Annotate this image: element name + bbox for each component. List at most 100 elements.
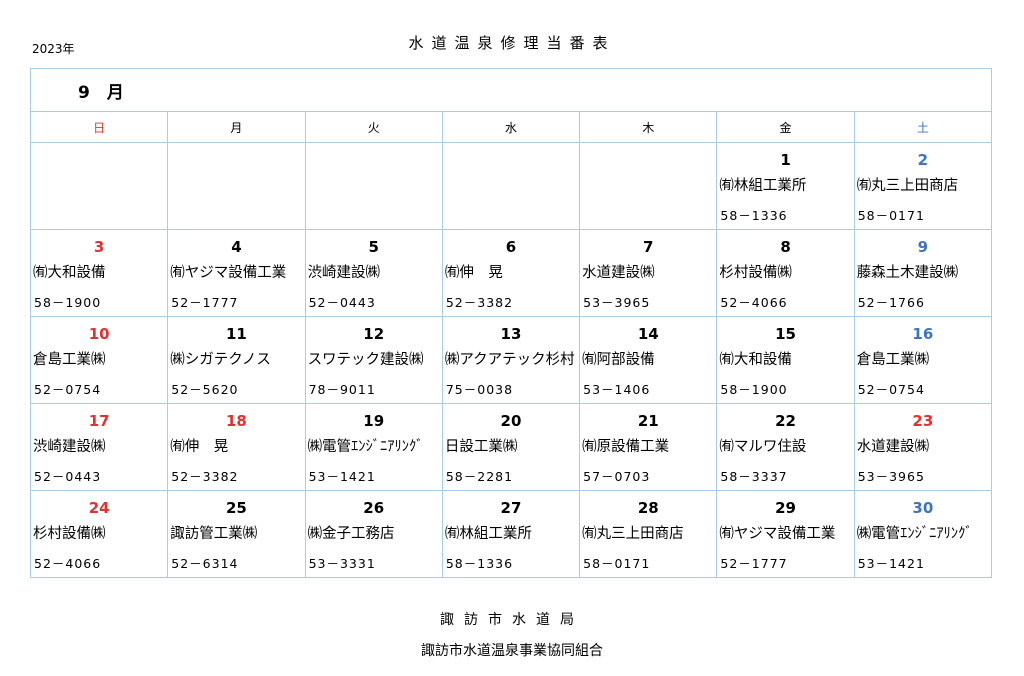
day-cell xyxy=(304,142,443,230)
weekday-header: 水 xyxy=(441,111,581,143)
day-number: 6 xyxy=(505,238,517,256)
day-number: 10 xyxy=(88,325,110,343)
day-number: 17 xyxy=(88,412,110,430)
duty-phone: 58－0171 xyxy=(583,556,651,571)
day-number xyxy=(31,150,167,170)
duty-company: ㈲大和設備 xyxy=(33,265,106,281)
day-number: 16 xyxy=(912,325,934,343)
day-cell: 29 ㈲ヤジマ設備工業 52－1777 xyxy=(716,490,855,578)
duty-phone: 53－3331 xyxy=(308,556,376,571)
weekday-header-row: 日月火水木金土 xyxy=(29,111,993,143)
day-number: 25 xyxy=(225,499,247,517)
duty-phone: 53－1421 xyxy=(308,469,376,484)
duty-phone: 52－3382 xyxy=(445,295,514,310)
day-number: 2 xyxy=(917,151,929,169)
duty-phone: 52－1777 xyxy=(171,295,239,310)
duty-phone: 78－9011 xyxy=(308,382,376,397)
footer-association: 諏訪市水道温泉事業協同組合 xyxy=(421,643,603,659)
footer-organization: 諏訪市水道局 xyxy=(440,612,584,628)
duty-company: 渋崎建設㈱ xyxy=(33,439,106,455)
day-number: 4 xyxy=(231,238,242,256)
duty-company: ㈲伸 晃 xyxy=(170,439,229,455)
duty-company xyxy=(168,176,304,196)
day-number: 7 xyxy=(643,238,654,256)
weekday-header: 月 xyxy=(167,111,306,143)
day-cell xyxy=(29,142,169,230)
duty-phone: 58－0171 xyxy=(857,208,925,223)
duty-company: ㈱シガテクノス xyxy=(170,352,271,368)
duty-phone: 52－0443 xyxy=(34,469,102,484)
day-cell: 24 杉村設備㈱ 52－4066 xyxy=(29,490,169,578)
day-cell xyxy=(441,142,581,230)
duty-company: ㈲原設備工業 xyxy=(582,439,670,455)
duty-phone: 52－4066 xyxy=(34,556,102,571)
duty-phone: 52－4066 xyxy=(720,295,788,310)
day-number: 11 xyxy=(225,325,247,343)
duty-company: ㈱電管ｴﾝｼﾞﾆｱﾘﾝｸﾞ xyxy=(307,439,424,455)
day-number: 9 xyxy=(917,238,929,256)
duty-phone: 52－0443 xyxy=(308,295,376,310)
day-number xyxy=(168,150,304,170)
day-number: 8 xyxy=(780,238,791,256)
duty-phone: 58－1336 xyxy=(445,556,514,571)
weekday-header: 木 xyxy=(579,111,718,143)
day-number: 15 xyxy=(775,325,796,343)
duty-company: 杉村設備㈱ xyxy=(33,526,106,542)
day-cell: 6㈲伸 晃 52－3382 xyxy=(441,229,581,317)
day-number: 14 xyxy=(637,325,659,343)
duty-company: ㈲伸 晃 xyxy=(444,265,503,281)
duty-company: 倉島工業㈱ xyxy=(33,352,106,368)
day-cell xyxy=(167,142,306,230)
duty-company xyxy=(306,176,442,196)
day-number xyxy=(443,150,579,170)
duty-company: 藤森土木建設㈱ xyxy=(856,265,959,281)
duty-company: 倉島工業㈱ xyxy=(856,352,930,368)
day-cell: 12 スワテック建設㈱ 78－9011 xyxy=(304,316,443,404)
day-number: 18 xyxy=(225,412,247,430)
day-number: 23 xyxy=(912,412,934,430)
duty-company xyxy=(31,176,167,196)
day-number: 19 xyxy=(363,412,385,430)
duty-company: スワテック建設㈱ xyxy=(307,352,424,368)
day-number: 20 xyxy=(500,412,522,430)
day-number: 21 xyxy=(637,412,659,430)
day-cell: 8 杉村設備㈱ 52－4066 xyxy=(716,229,855,317)
weekday-header: 火 xyxy=(304,111,443,143)
duty-phone: 58－2281 xyxy=(445,469,514,484)
weekday-header: 金 xyxy=(716,111,855,143)
duty-company xyxy=(580,176,716,196)
duty-phone: 52－0754 xyxy=(857,382,925,397)
day-number xyxy=(580,150,716,170)
day-number: 12 xyxy=(363,325,385,343)
day-number: 26 xyxy=(363,499,385,517)
duty-phone: 58－1336 xyxy=(720,208,788,223)
day-number: 24 xyxy=(88,499,110,517)
duty-company: ㈲丸三上田商店 xyxy=(582,526,684,542)
duty-company: 杉村設備㈱ xyxy=(719,265,792,281)
duty-company: ㈲ヤジマ設備工業 xyxy=(719,526,836,542)
day-cell: 11 ㈱シガテクノス 52－5620 xyxy=(167,316,306,404)
duty-phone: 58－1900 xyxy=(34,295,102,310)
year-label: 2023年 xyxy=(32,42,75,56)
duty-phone: 52－6314 xyxy=(171,556,239,571)
duty-company: 諏訪管工業㈱ xyxy=(170,526,258,542)
duty-company: 渋崎建設㈱ xyxy=(307,265,381,281)
day-cell: 16 倉島工業㈱ 52－0754 xyxy=(853,316,993,404)
duty-phone: 58－1900 xyxy=(720,382,788,397)
duty-phone: 52－1777 xyxy=(720,556,788,571)
day-number: 22 xyxy=(775,412,796,430)
day-number: 29 xyxy=(775,499,796,517)
duty-phone: 52－5620 xyxy=(171,382,239,397)
duty-phone: 58－3337 xyxy=(720,469,788,484)
